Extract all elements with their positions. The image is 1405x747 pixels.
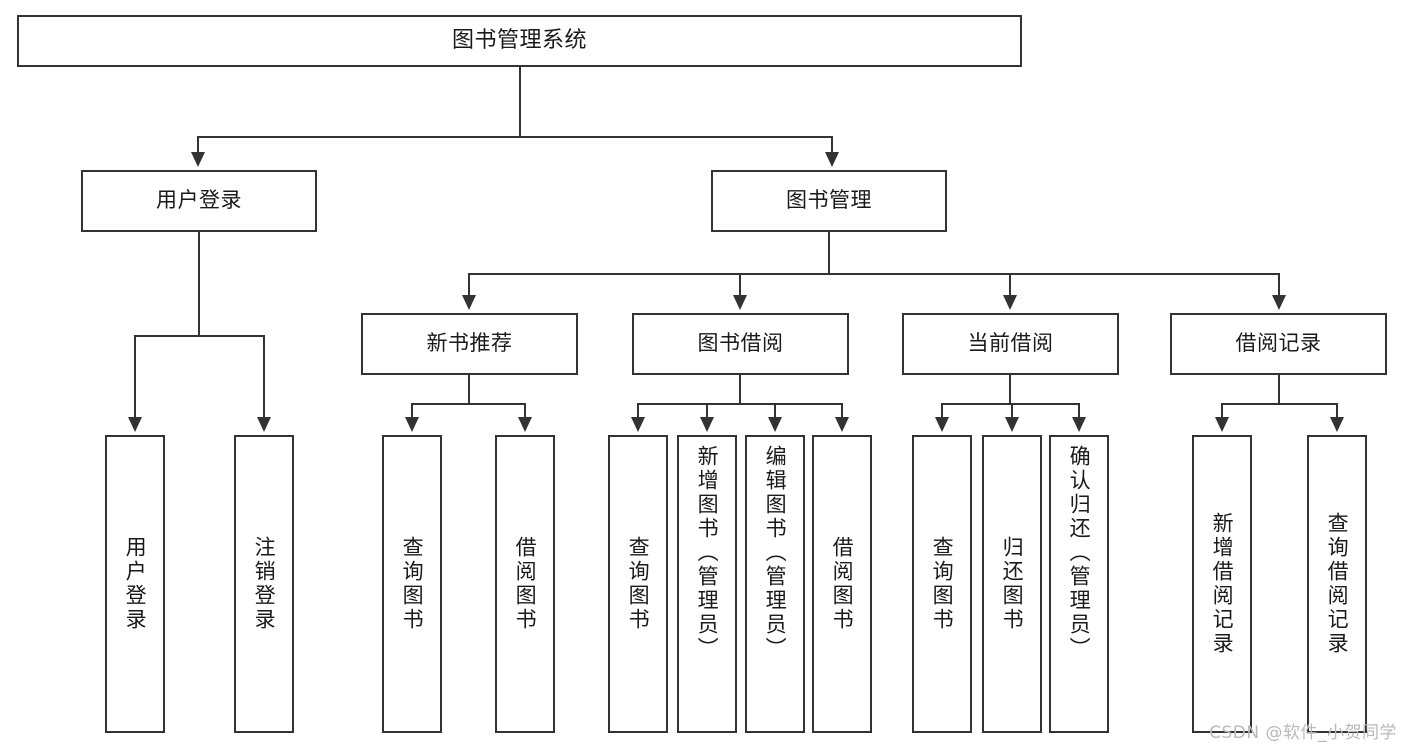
leaf-borrowrecord-add-record[interactable]: 新增借阅记录 (1192, 435, 1252, 733)
leaf-newbook-borrow-book[interactable]: 借阅图书 (495, 435, 555, 733)
connector-borrow-record-child-2 (1336, 403, 1338, 419)
node-label: 编辑图书（管理员） (763, 445, 788, 661)
node-label: 借阅图书 (830, 536, 855, 632)
leaf-newbook-query-book[interactable]: 查询图书 (382, 435, 442, 733)
node-new-book-recommend[interactable]: 新书推荐 (361, 313, 578, 375)
node-label: 查询图书 (400, 536, 425, 632)
arrowhead-user-login-child-2 (257, 417, 271, 432)
arrowhead-borrow-record-child-1 (1215, 417, 1229, 432)
connector-current-borrow-bus (941, 403, 1080, 405)
connector-root-to-user-login (197, 136, 199, 156)
node-label: 借阅记录 (1235, 331, 1322, 356)
node-label: 确认归还（管理员） (1067, 445, 1092, 661)
node-label: 查询图书 (626, 536, 651, 632)
connector-user-login-bus (134, 335, 265, 337)
node-label: 图书借阅 (697, 331, 784, 356)
connector-user-login-child-2 (263, 335, 265, 419)
connector-new-book-child-1 (411, 403, 413, 419)
arrowhead-borrow-record-child-2 (1330, 417, 1344, 432)
node-book-management[interactable]: 图书管理 (711, 170, 947, 232)
leaf-currentborrow-query-book[interactable]: 查询图书 (912, 435, 972, 733)
node-label: 查询借阅记录 (1325, 512, 1350, 656)
node-label: 归还图书 (1000, 536, 1025, 632)
arrowhead-new-book-child-1 (405, 417, 419, 432)
connector-current-borrow-child-3 (1078, 403, 1080, 419)
connector-bm-to-new-book (468, 273, 470, 297)
connector-root-to-book-management (831, 136, 833, 156)
leaf-currentborrow-confirm-return-admin[interactable]: 确认归还（管理员） (1049, 435, 1109, 733)
connector-current-borrow-child-1 (941, 403, 943, 419)
connector-book-borrow-child-4 (841, 403, 843, 419)
arrowhead-root-to-book-management (825, 152, 839, 167)
node-label: 借阅图书 (513, 536, 538, 632)
node-label: 查询图书 (930, 536, 955, 632)
leaf-bookborrow-query-book[interactable]: 查询图书 (608, 435, 668, 733)
node-label: 用户登录 (123, 536, 148, 632)
node-label: 新增借阅记录 (1210, 512, 1235, 656)
leaf-bookborrow-borrow-book[interactable]: 借阅图书 (812, 435, 872, 733)
node-label: 注销登录 (252, 536, 277, 632)
arrowhead-bm-to-borrow-record (1272, 295, 1286, 310)
arrowhead-user-login-child-1 (128, 417, 142, 432)
arrowhead-new-book-child-2 (518, 417, 532, 432)
arrowhead-book-borrow-child-3 (768, 417, 782, 432)
connector-root-stem (519, 67, 521, 137)
connector-book-borrow-child-1 (637, 403, 639, 419)
connector-new-book-stem (468, 375, 470, 405)
connector-borrow-record-child-1 (1221, 403, 1223, 419)
arrowhead-root-to-user-login (191, 152, 205, 167)
connector-book-borrow-child-2 (706, 403, 708, 419)
node-label: 图书管理系统 (451, 27, 587, 53)
connector-current-borrow-stem (1009, 375, 1011, 405)
node-label: 图书管理 (786, 188, 872, 213)
connector-borrow-record-bus (1221, 403, 1338, 405)
node-label: 当前借阅 (967, 331, 1054, 356)
connector-bm-to-current-borrow (1009, 273, 1011, 297)
node-label: 新书推荐 (426, 331, 513, 356)
connector-book-management-bus (468, 273, 1280, 275)
connector-user-login-child-1 (134, 335, 136, 419)
leaf-user-login-query[interactable]: 用户登录 (105, 435, 165, 733)
leaf-borrowrecord-query-record[interactable]: 查询借阅记录 (1307, 435, 1367, 733)
arrowhead-current-borrow-child-2 (1005, 417, 1019, 432)
connector-book-borrow-bus (637, 403, 843, 405)
connector-new-book-bus (411, 403, 526, 405)
arrowhead-current-borrow-child-1 (935, 417, 949, 432)
arrowhead-book-borrow-child-4 (835, 417, 849, 432)
node-root-book-management-system[interactable]: 图书管理系统 (17, 15, 1022, 67)
leaf-bookborrow-add-book-admin[interactable]: 新增图书（管理员） (677, 435, 737, 733)
connector-book-management-stem (828, 232, 830, 274)
arrowhead-book-borrow-child-2 (700, 417, 714, 432)
connector-bm-to-book-borrow (739, 273, 741, 297)
leaf-currentborrow-return-book[interactable]: 归还图书 (982, 435, 1042, 733)
connector-book-borrow-child-3 (774, 403, 776, 419)
arrowhead-current-borrow-child-3 (1072, 417, 1086, 432)
node-book-borrow[interactable]: 图书借阅 (632, 313, 849, 375)
connector-current-borrow-child-2 (1011, 403, 1013, 419)
connector-new-book-child-2 (524, 403, 526, 419)
arrowhead-bm-to-current-borrow (1003, 295, 1017, 310)
node-label: 用户登录 (156, 188, 242, 213)
node-borrow-record[interactable]: 借阅记录 (1170, 313, 1387, 375)
node-user-login[interactable]: 用户登录 (81, 170, 317, 232)
connector-bm-to-borrow-record (1278, 273, 1280, 297)
connector-root-bus (197, 136, 833, 138)
node-label: 新增图书（管理员） (695, 445, 720, 661)
node-current-borrow[interactable]: 当前借阅 (902, 313, 1119, 375)
connector-user-login-stem (198, 232, 200, 336)
arrowhead-bm-to-book-borrow (733, 295, 747, 310)
connector-borrow-record-stem (1278, 375, 1280, 405)
leaf-bookborrow-edit-book-admin[interactable]: 编辑图书（管理员） (745, 435, 805, 733)
arrowhead-bm-to-new-book (462, 295, 476, 310)
connector-book-borrow-stem (739, 375, 741, 405)
leaf-user-logout[interactable]: 注销登录 (234, 435, 294, 733)
arrowhead-book-borrow-child-1 (631, 417, 645, 432)
